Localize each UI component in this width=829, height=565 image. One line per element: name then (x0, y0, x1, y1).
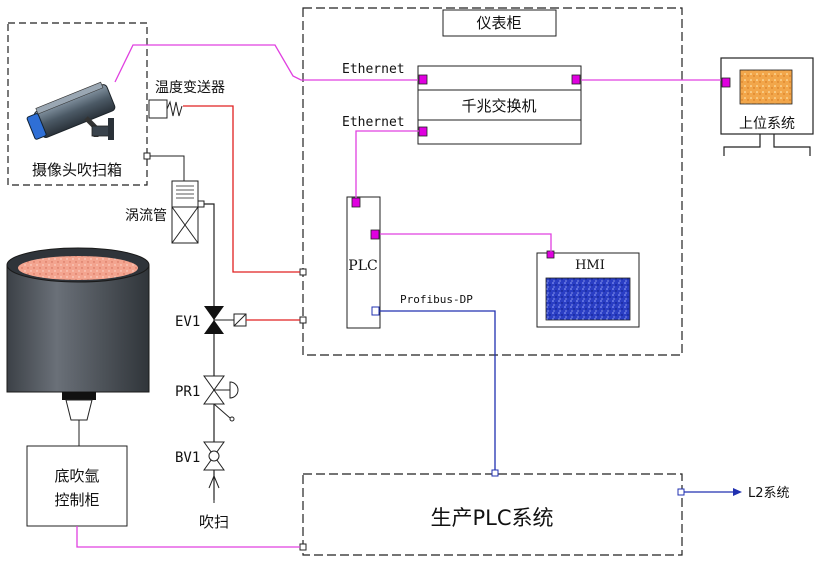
plc-port-profibus (371, 306, 380, 316)
camera-purge-box-boundary (7, 22, 148, 186)
plc-port-ethernet (351, 197, 361, 208)
camera-box-port (143, 152, 151, 160)
pr1-label: PR1 (175, 384, 200, 400)
switch-port-1 (418, 74, 428, 85)
pressure-regulator-icon (203, 375, 239, 422)
l2-label: L2系统 (748, 486, 790, 501)
ladle-icon (6, 247, 150, 446)
ethernet-label-left: Ethernet (342, 115, 405, 130)
bottom-argon-cabinet (26, 445, 128, 527)
cabinet-terminal-2 (299, 316, 307, 324)
ball-valve-icon (203, 441, 225, 471)
ethernet-link-hmi (380, 233, 552, 252)
plc-port-hmi (370, 229, 380, 240)
purge-inlet-arrow (208, 475, 220, 503)
monitor-icon (720, 57, 814, 156)
switch-port-3 (418, 126, 428, 137)
ev1-label: EV1 (175, 314, 200, 330)
profibus-label: Profibus-DP (400, 293, 473, 306)
plc-label: PLC (348, 258, 377, 274)
ethernet-link-argon (76, 526, 300, 548)
camera-purge-box-label: 摄像头吹扫箱 (32, 161, 122, 179)
production-plc-label: 生产PLC系统 (430, 506, 553, 530)
production-terminal-right (677, 488, 685, 496)
vortex-tube-label: 涡流管 (125, 208, 167, 224)
bottom-argon-label-2: 控制柜 (54, 491, 99, 509)
temp-transmitter-label: 温度变送器 (155, 80, 225, 96)
air-hose (150, 155, 185, 181)
production-terminal-top (491, 469, 499, 477)
temperature-sensor-icon (148, 99, 183, 119)
camera-icon (26, 81, 116, 140)
ethernet-link-camera (114, 44, 418, 83)
plc-unit (346, 196, 381, 329)
bv1-label: BV1 (175, 450, 200, 466)
hmi-label: HMI (575, 258, 605, 273)
vortex-tube-icon (171, 180, 205, 244)
cabinet-terminal-1 (299, 268, 307, 276)
purge-label: 吹扫 (199, 513, 229, 531)
instrument-cabinet-boundary (302, 7, 683, 356)
production-terminal-left (299, 543, 307, 551)
hmi-screen (545, 277, 631, 321)
cabinet-title-box (442, 9, 557, 37)
upper-system-label: 上位系统 (739, 116, 795, 132)
l2-arrowhead (733, 488, 742, 496)
bottom-argon-label-1: 底吹氩 (54, 467, 99, 485)
cabinet-title: 仪表柜 (476, 14, 521, 32)
switch-port-2 (571, 74, 581, 85)
ethernet-link-plc (355, 130, 419, 198)
ethernet-label-top: Ethernet (342, 62, 405, 77)
profibus-link (379, 310, 496, 470)
solenoid-valve-icon (204, 306, 247, 334)
hmi-port (546, 250, 555, 259)
switch-label: 千兆交换机 (461, 97, 536, 115)
signal-link-temperature (183, 105, 300, 273)
gigabit-switch (417, 65, 582, 145)
